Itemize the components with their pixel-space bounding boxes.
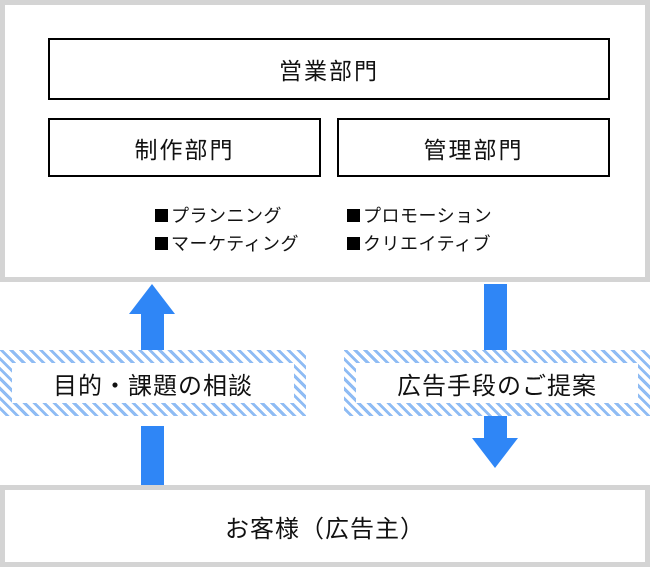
arrow-down-head-right [472,438,518,468]
department-label-management: 管理部門 [423,137,524,164]
service-list-item: プロモーション [347,201,525,229]
department-box-sales: 営業部門 [48,38,610,100]
client-panel: お客様（広告主） [0,485,650,567]
department-label-sales: 営業部門 [279,59,379,85]
flow-label-right: 広告手段のご提案 [397,371,597,400]
square-bullet-icon [155,236,168,250]
flow-band-left-inner: 目的・課題の相談 [12,363,294,403]
flow-band-right-inner: 広告手段のご提案 [356,363,638,403]
organisation-panel: 営業部門 制作部門 管理部門 プランニング プロモーション マーケティング [0,0,650,282]
client-panel-label: お客様（広告主） [225,514,425,543]
department-box-management: 管理部門 [337,118,610,177]
service-label: プランニング [171,206,282,227]
flow-label-left: 目的・課題の相談 [53,371,253,400]
service-list-item: マーケティング [155,229,347,257]
arrow-stem-left-lower [141,426,164,486]
square-bullet-icon [347,236,360,250]
department-box-production: 制作部門 [48,118,321,177]
arrow-stem-right-lower [484,414,507,438]
arrow-stem-right-upper [484,284,507,352]
flow-band-right: 広告手段のご提案 [344,350,650,416]
arrow-up-head-left [129,284,175,314]
square-bullet-icon [155,208,168,222]
service-label: プロモーション [363,206,493,227]
department-label-production: 制作部門 [134,137,235,164]
service-label: クリエイティブ [363,234,492,255]
service-label: マーケティング [171,234,300,255]
flow-band-left: 目的・課題の相談 [0,350,306,416]
arrow-stem-left-upper [141,312,164,352]
service-list: プランニング プロモーション マーケティング クリエイティブ [155,201,525,257]
square-bullet-icon [347,208,360,222]
service-list-item: クリエイティブ [347,229,525,257]
service-list-item: プランニング [155,201,347,229]
